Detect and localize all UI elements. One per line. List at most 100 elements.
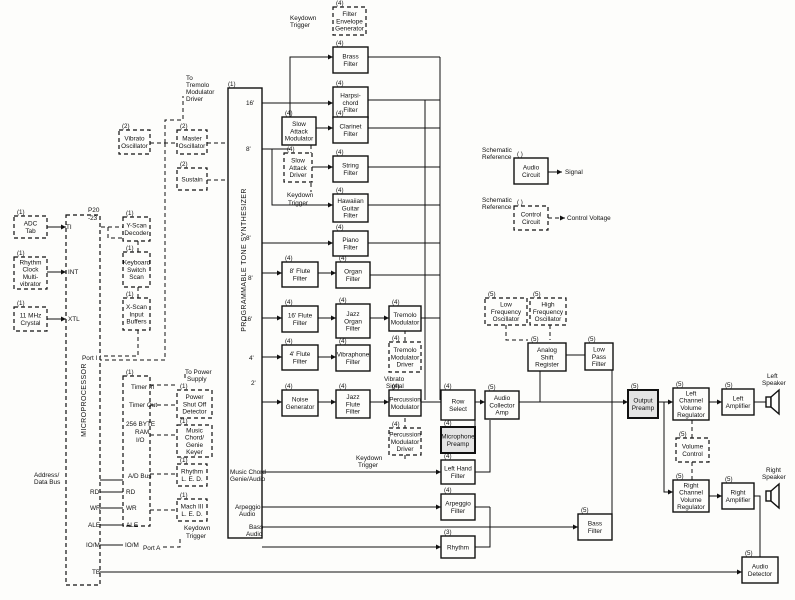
block-bass-filter-number: (5): [581, 507, 589, 514]
block-timer-number: (1): [126, 369, 134, 376]
block-rhythm-clock-line: Multi-: [23, 274, 39, 281]
block-piano-number: (4): [336, 224, 344, 231]
block-crystal-number: (1): [17, 300, 25, 307]
block-audio-amp-frame: [484, 390, 520, 420]
block-perc-mod-number: (4): [392, 383, 400, 390]
block-output-preamp-number: (5): [631, 383, 639, 390]
block-chord-genie-frame: [176, 424, 213, 458]
block-x-scan-line: X-Scan: [126, 304, 147, 311]
block-right-vol-frame: [672, 479, 710, 513]
block-string-frame: [332, 155, 369, 183]
block-slow-mod-frame: [281, 116, 317, 146]
block-right-vol-number: (5): [676, 473, 684, 480]
block-left-amp-line: Left: [733, 396, 744, 403]
label-ale-r: ALE: [126, 522, 138, 529]
block-right-amp-number: (5): [725, 476, 733, 483]
block-clarinet-frame: [332, 116, 369, 144]
block-shift-reg-number: (5): [531, 336, 539, 343]
block-legend-solid-line: Circuit: [522, 172, 540, 179]
block-mach-led-line: Mach III: [181, 504, 204, 511]
label-micro-title: MICROPROCESSOR: [81, 363, 88, 437]
block-clarinet-line: Filter: [343, 131, 358, 138]
block-slow-drv-line: Attack: [289, 165, 308, 172]
label-rd-r: RD: [126, 489, 136, 496]
block-jazz-organ-line: Jazz: [346, 311, 359, 318]
label-to-trem1: To: [186, 75, 193, 82]
label-int: INT: [68, 269, 78, 276]
block-rhythm-clock-number: (1): [17, 250, 25, 257]
block-high-osc-number: (5): [533, 291, 541, 298]
block-left-vol-line: Channel: [679, 398, 703, 405]
block-slow-drv-line: Driver: [289, 172, 307, 179]
diagram-labels: PROGRAMMABLE TONE SYNTHESIZERMICROPROCES…: [34, 15, 787, 576]
block-tremolo-mod-frame: [388, 305, 422, 332]
label-kt-mid: Keydown: [287, 192, 314, 199]
label-bass2: Audio: [246, 531, 263, 538]
block-keyboard-frame: [122, 251, 151, 288]
block-filter-env-line: Envelope: [336, 18, 363, 25]
label-iom-r: IO/M: [125, 542, 139, 549]
block-bass-filter-line: Filter: [588, 528, 603, 535]
block-audio-detector-number: (5): [745, 550, 753, 557]
block-tremolo-drv-frame: [388, 341, 422, 373]
block-tremolo-drv-line: Modulator: [391, 354, 420, 361]
block-right-vol-line: Channel: [679, 490, 703, 497]
block-flute16-number: (4): [285, 299, 293, 306]
block-pts: (1): [227, 81, 263, 539]
block-left-amp-frame: [721, 388, 755, 416]
block-power-shut-number: (1): [180, 383, 188, 390]
label-kt-ra: Keydown: [184, 525, 211, 532]
block-slow-mod-line: Slow: [292, 121, 306, 128]
block-low-pass-frame: [584, 342, 614, 371]
block-volume-frame: [675, 437, 710, 463]
block-arpeggio-filter-number: (4): [444, 487, 452, 494]
block-noise-frame: [281, 389, 319, 417]
block-organ-line: Organ: [344, 269, 362, 276]
block-rhythm-led-line: L. E. D.: [181, 476, 203, 483]
block-filter-env-line: Generator: [335, 26, 365, 33]
block-row-select-frame: [440, 389, 476, 421]
block-crystal-frame: [13, 306, 48, 332]
block-audio-amp-line: Collector: [489, 402, 515, 409]
block-harpsi-frame: [332, 86, 369, 119]
block-flute8-number: (4): [285, 255, 293, 262]
block-right-amp-line: Right: [731, 490, 746, 497]
block-filter-env-number: (4): [336, 0, 344, 7]
block-noise-number: (4): [285, 383, 293, 390]
block-string-number: (4): [336, 149, 344, 156]
block-tremolo-drv-line: Tremolo: [393, 347, 417, 354]
block-arpeggio-filter-frame: [440, 493, 476, 521]
label-kt-top2: Trigger: [290, 22, 311, 29]
block-right-amp-line: Amplifier: [726, 497, 752, 504]
block-piano-line: Filter: [343, 244, 358, 251]
left-speaker-icon: [765, 388, 780, 416]
block-legend-dashed-number: ( ): [517, 199, 523, 206]
block-jazz-flute-line: Jazz: [346, 394, 359, 401]
block-left-hand-number: (4): [444, 453, 452, 460]
label-p8b: 8': [246, 235, 251, 242]
block-mic-preamp-frame: [440, 426, 476, 454]
block-vibraphone-line: Filter: [346, 359, 361, 366]
block-perc-mod-line: Modulator: [391, 404, 420, 411]
label-p8c: 8': [248, 275, 253, 282]
block-hawaiian-line: Filter: [343, 213, 358, 220]
label-to-trem2: Tremolo: [186, 82, 210, 89]
label-cv: Control Voltage: [567, 215, 611, 222]
block-x-scan-line: Input: [129, 311, 143, 318]
block-slow-mod-line: Attack: [290, 128, 309, 135]
